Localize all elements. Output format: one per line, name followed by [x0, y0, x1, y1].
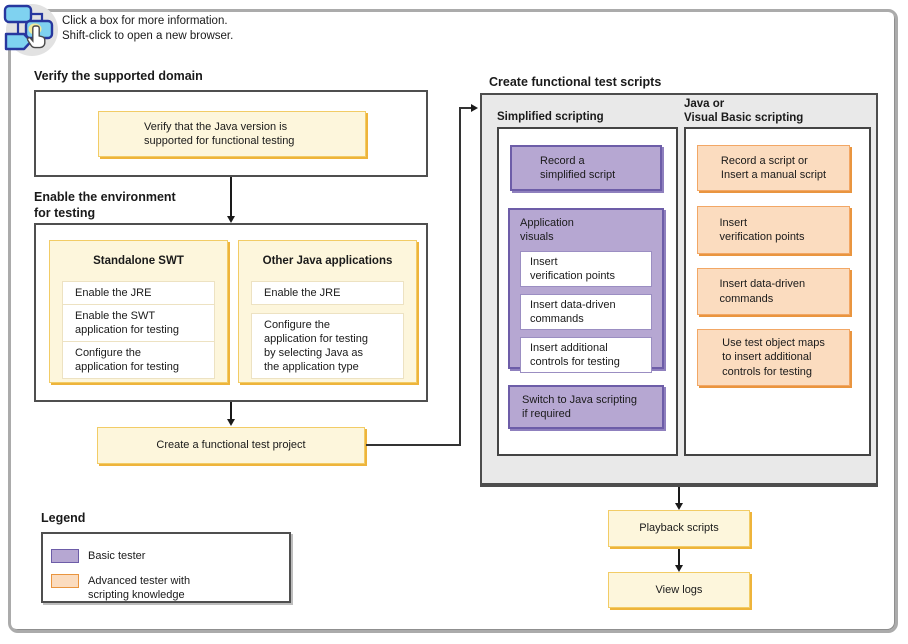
- verify-java-version-label: Verify that the Java version is supporte…: [144, 120, 295, 147]
- switch-to-java-scripting-box[interactable]: Switch to Java scripting if required: [508, 385, 664, 429]
- view-logs-box[interactable]: View logs: [608, 572, 750, 608]
- connector-enable-to-project: [230, 402, 232, 420]
- advanced-tester-swatch: [51, 574, 79, 589]
- playback-scripts-box[interactable]: Playback scripts: [608, 510, 750, 547]
- legend-heading: Legend: [41, 511, 86, 525]
- enable-swt-application-box[interactable]: Enable the SWT application for testing: [62, 304, 215, 343]
- create-test-project-box[interactable]: Create a functional test project: [97, 427, 365, 464]
- hand-cursor-icon: [26, 25, 46, 49]
- other-java-apps-title: Other Java applications: [262, 255, 393, 267]
- arrowhead-panel-to-playback: [675, 503, 683, 510]
- instructions-text: Click a box for more information. Shift-…: [62, 15, 234, 43]
- application-visuals-rows: Insert verification points Insert data-d…: [520, 250, 652, 374]
- connector-project-elbow-horizontal: [366, 444, 461, 446]
- record-script-or-manual-box[interactable]: Record a script or Insert a manual scrip…: [697, 145, 850, 191]
- connector-verify-to-enable: [230, 177, 232, 217]
- clickable-flowchart-icon: [2, 1, 60, 59]
- connector-panel-to-playback: [678, 487, 680, 504]
- connector-project-elbow-vertical: [459, 107, 461, 446]
- standalone-swt-title: Standalone SWT: [93, 255, 184, 267]
- other-java-apps-group: Other Java applications Enable the JRE C…: [238, 240, 417, 383]
- insert-verification-points-java-box[interactable]: Insert verification points: [697, 206, 850, 254]
- verify-section-heading: Verify the supported domain: [34, 69, 203, 83]
- icon-box-top: [3, 4, 33, 24]
- application-visuals-group[interactable]: Application visuals Insert verification …: [508, 208, 664, 374]
- insert-data-driven-commands-box[interactable]: Insert data-driven commands: [520, 293, 652, 330]
- record-simplified-script-box[interactable]: Record a simplified script: [510, 145, 662, 191]
- standalone-swt-group: Standalone SWT Enable the JRE Enable the…: [49, 240, 228, 383]
- insert-additional-controls-box[interactable]: Insert additional controls for testing: [520, 336, 652, 374]
- standalone-swt-rows: Enable the JRE Enable the SWT applicatio…: [62, 281, 215, 380]
- create-test-project-label: Create a functional test project: [156, 439, 306, 452]
- legend-item-basic-tester: Basic tester: [51, 549, 289, 563]
- enable-section-heading: Enable the environment for testing: [34, 190, 176, 220]
- configure-application-box[interactable]: Configure the application for testing: [62, 341, 215, 380]
- view-logs-label: View logs: [655, 583, 703, 596]
- legend-box: Basic tester Advanced tester with script…: [41, 532, 291, 603]
- application-visuals-label: Application visuals: [520, 217, 574, 244]
- enable-jre-box[interactable]: Enable the JRE: [62, 281, 215, 306]
- simplified-scripting-heading: Simplified scripting: [497, 111, 604, 123]
- arrowhead-playback-to-viewlogs: [675, 565, 683, 572]
- arrowhead-enable-to-project: [227, 419, 235, 426]
- arrowhead-verify-to-enable: [227, 216, 235, 223]
- insert-data-driven-commands-java-box[interactable]: Insert data-driven commands: [697, 268, 850, 315]
- playback-scripts-label: Playback scripts: [639, 522, 719, 535]
- java-vb-scripting-heading: Java or Visual Basic scripting: [684, 98, 804, 125]
- connector-project-to-panel: [461, 107, 472, 109]
- connector-playback-to-viewlogs: [678, 549, 680, 566]
- verify-java-version-box[interactable]: Verify that the Java version is supporte…: [98, 111, 366, 157]
- use-test-object-maps-box[interactable]: Use test object maps to insert additiona…: [697, 329, 850, 386]
- enable-jre-other-box[interactable]: Enable the JRE: [251, 281, 404, 306]
- icon-box-arrow: [4, 32, 33, 51]
- insert-verification-points-box[interactable]: Insert verification points: [520, 250, 652, 287]
- arrowhead-into-scripts-panel: [471, 104, 478, 112]
- page-border: [8, 9, 898, 633]
- configure-java-type-box[interactable]: Configure the application for testing by…: [251, 313, 404, 380]
- other-java-apps-rows: Enable the JRE Configure the application…: [251, 281, 404, 380]
- basic-tester-swatch: [51, 549, 79, 563]
- legend-item-advanced-tester: Advanced tester with scripting knowledge: [51, 574, 289, 602]
- flowchart-hand-icon: [3, 4, 58, 56]
- scripts-section-heading: Create functional test scripts: [489, 75, 662, 89]
